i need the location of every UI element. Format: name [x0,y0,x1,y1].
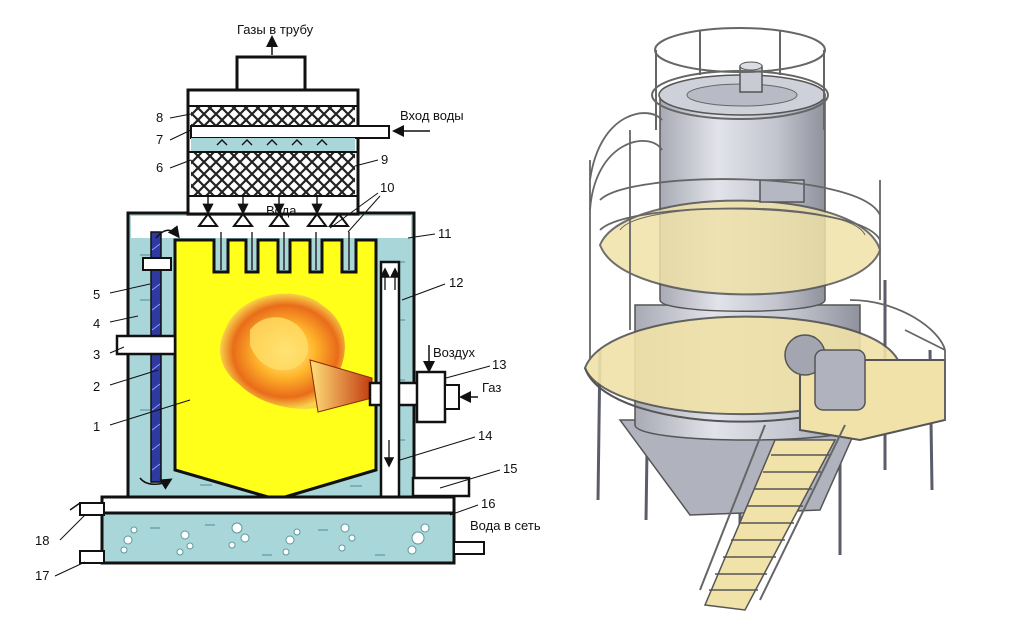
bottom-plate [100,495,456,515]
gas-inlet-pipe [444,384,460,410]
water-nozzles [197,212,350,227]
num-18: 18 [35,533,49,548]
downcomer-pipe [379,260,401,509]
num-4: 4 [93,316,100,331]
num-9: 9 [381,152,388,167]
num-7: 7 [156,132,163,147]
water-distributor-7 [190,125,390,139]
num-11: 11 [438,226,452,241]
spray-marks [216,139,328,146]
num-10: 10 [380,180,394,195]
num-6: 6 [156,160,163,175]
num-14: 14 [478,428,492,443]
bubbles [120,522,430,556]
num-16: 16 [481,496,495,511]
boiler-schematic: Газы в трубу Вход воды Вода Воздух Газ В… [35,22,541,583]
outlet-pipe-15 [411,476,471,498]
chimney [235,55,307,92]
staircase [699,424,846,611]
num-3: 3 [93,347,100,362]
leader-lines [54,113,501,577]
tower-illustration [583,27,946,611]
label-water-in: Вход воды [400,108,464,123]
label-water-out: Вода в сеть [470,518,541,533]
num-17: 17 [35,568,49,583]
num-2: 2 [93,379,100,394]
side-inlet-pipe [115,334,177,356]
tank-pipe-18 [79,502,105,516]
label-water-mid: Вода [266,203,297,218]
label-air: Воздух [433,345,476,360]
num-1: 1 [93,419,100,434]
label-gas: Газ [482,380,501,395]
label-gas-out: Газы в трубу [237,22,314,37]
tank-pipe-17 [79,550,105,564]
num-15: 15 [503,461,517,476]
num-8: 8 [156,110,163,125]
num-12: 12 [449,275,463,290]
burner-box [415,370,447,424]
bottom-tank [100,511,456,565]
packing-top-8 [191,106,355,126]
heating-element [150,231,162,483]
num-13: 13 [492,357,506,372]
network-outlet-pipe [453,541,485,555]
num-5: 5 [93,287,100,302]
packing-bottom-9 [191,152,355,196]
